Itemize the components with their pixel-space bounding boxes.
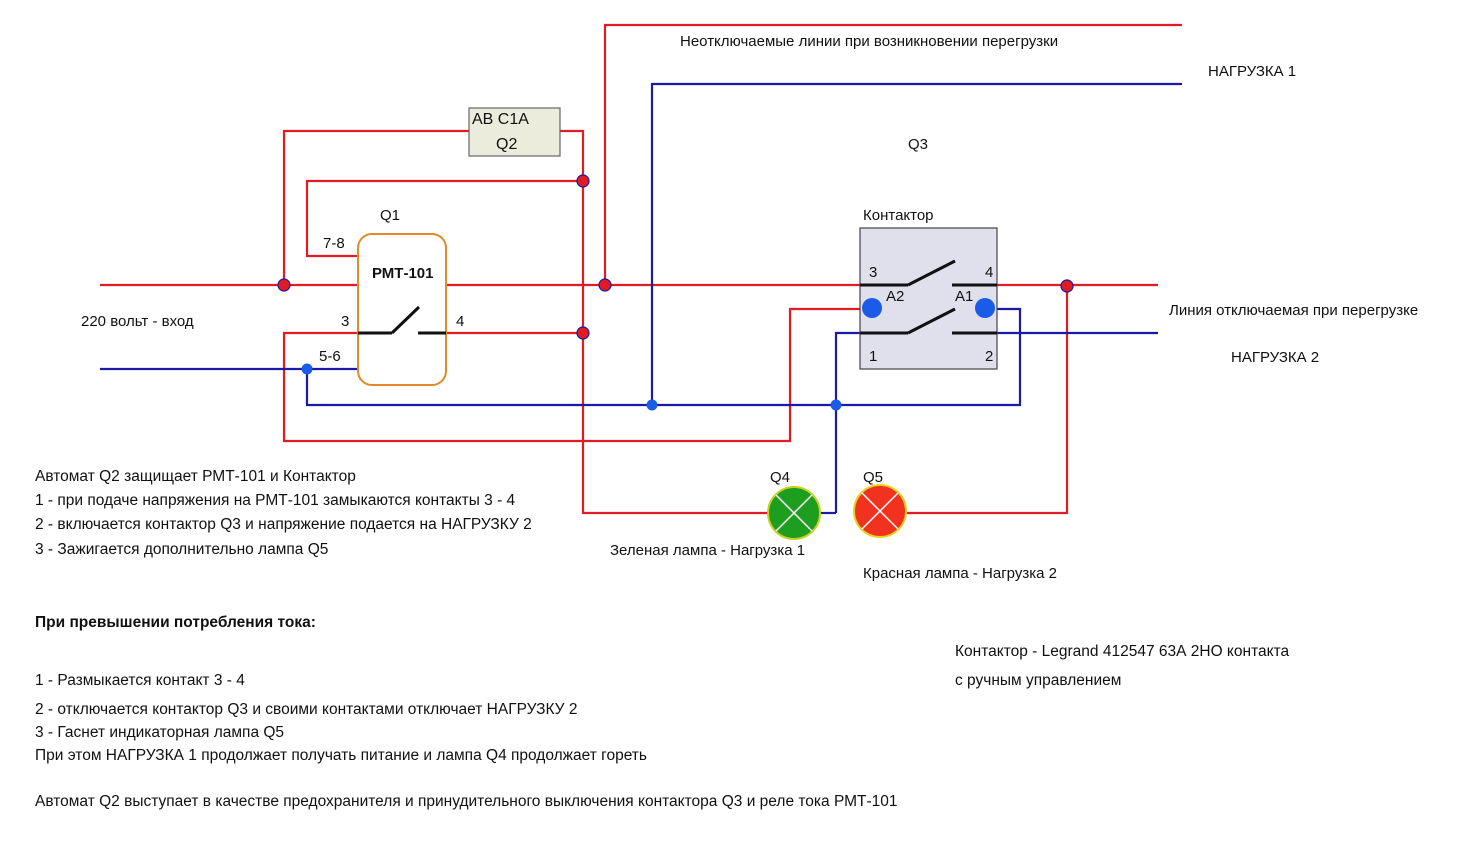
overload-heading: При превышении потребления тока:	[35, 614, 316, 631]
label-load2: НАГРУЗКА 2	[1231, 349, 1319, 366]
note-line: 1 - при подаче напряжения на РМТ-101 зам…	[35, 492, 516, 509]
label-q1: Q1	[380, 207, 400, 224]
spec-line: с ручным управлением	[955, 672, 1122, 689]
label-contactor-pin2: 2	[985, 348, 993, 365]
breaker-box	[468, 107, 561, 157]
label-contactor-pin4: 4	[985, 264, 993, 281]
non-switchable-line	[603, 23, 1182, 285]
contactor-upper-arm	[907, 259, 956, 287]
relay-q1: РМТ-101	[357, 233, 447, 386]
label-non-switchable: Неотключаемые линии при возникновении пе…	[680, 33, 1058, 50]
q2-output-wire	[560, 129, 768, 515]
contactor-a2-feed	[282, 307, 870, 443]
junction-dot	[646, 399, 658, 411]
relay-box	[357, 233, 447, 386]
junction-dot	[301, 363, 313, 375]
junctions	[277, 174, 1074, 411]
red-lamp-feed	[905, 285, 1069, 515]
label-q5: Q5	[863, 469, 883, 486]
lamp-q5	[853, 484, 907, 538]
label-pin-78: 7-8	[323, 235, 345, 252]
label-a2: A2	[886, 288, 904, 305]
label-contactor-pin3: 3	[869, 264, 877, 281]
overload-line: 2 - отключается контактор Q3 и своими ко…	[35, 701, 578, 718]
label-relay-pin3: 3	[341, 313, 349, 330]
junction-dot	[598, 278, 612, 292]
spec-line: Контактор - Legrand 412547 63А 2НО конта…	[955, 643, 1290, 660]
green-lamp-cross	[775, 494, 813, 532]
label-load1: НАГРУЗКА 1	[1208, 63, 1296, 80]
label-relay-pin4: 4	[456, 313, 464, 330]
diagram-labels: Неотключаемые линии при возникновении пе…	[81, 33, 1418, 582]
junction-dot	[830, 399, 842, 411]
overload-line: При этом НАГРУЗКА 1 продолжает получать …	[35, 747, 647, 764]
label-a1: A1	[955, 288, 973, 305]
contactor-lower-arm	[907, 307, 956, 335]
relay-name: РМТ-101	[372, 265, 434, 282]
coil-78-wire	[305, 179, 583, 258]
neutral-bus	[305, 307, 1022, 407]
label-contactor: Контактор	[863, 207, 934, 224]
overload-line: 1 - Размыкается контакт 3 - 4	[35, 672, 245, 689]
junction-dot	[277, 278, 291, 292]
note-line: 2 - включается контактор Q3 и напряжение…	[35, 516, 532, 533]
label-switchable-line: Линия отключаемая при перегрузке	[1169, 302, 1418, 319]
label-input: 220 вольт - вход	[81, 313, 194, 330]
lamp-q4	[767, 486, 821, 540]
breaker-label-1: АВ С1А	[472, 111, 529, 128]
label-contactor-pin1: 1	[869, 348, 877, 365]
breaker-label-2: Q2	[496, 136, 517, 153]
coil-terminal-a1	[975, 298, 995, 318]
neutral-wires	[100, 82, 1182, 515]
final-note: Автомат Q2 выступает в качестве предохра…	[35, 793, 898, 810]
label-q4: Q4	[770, 469, 790, 486]
breaker-q2: АВ С1А Q2	[468, 107, 561, 157]
load1-neutral	[650, 82, 1182, 405]
junction-dot	[576, 326, 590, 340]
note-line: 3 - Зажигается дополнительно лампа Q5	[35, 541, 329, 558]
contactor-neutral-in	[834, 331, 860, 513]
junction-dot	[1060, 279, 1074, 293]
contactor-box	[859, 227, 998, 370]
red-lamp-cross	[861, 492, 899, 530]
label-green-lamp: Зеленая лампа - Нагрузка 1	[610, 542, 805, 559]
coil-terminal-a2	[862, 298, 882, 318]
phase-wires	[100, 23, 1182, 515]
relay-contact-arm	[390, 305, 421, 335]
label-q3: Q3	[908, 136, 928, 153]
contactor-q3	[859, 227, 998, 370]
q2-input-wire	[282, 129, 469, 285]
overload-line: 3 - Гаснет индикаторная лампа Q5	[35, 724, 285, 741]
label-pin-56: 5-6	[319, 348, 341, 365]
label-red-lamp: Красная лампа - Нагрузка 2	[863, 565, 1057, 582]
junction-dot	[576, 174, 590, 188]
note-line: Автомат Q2 защищает РМТ-101 и Контактор	[35, 468, 356, 485]
